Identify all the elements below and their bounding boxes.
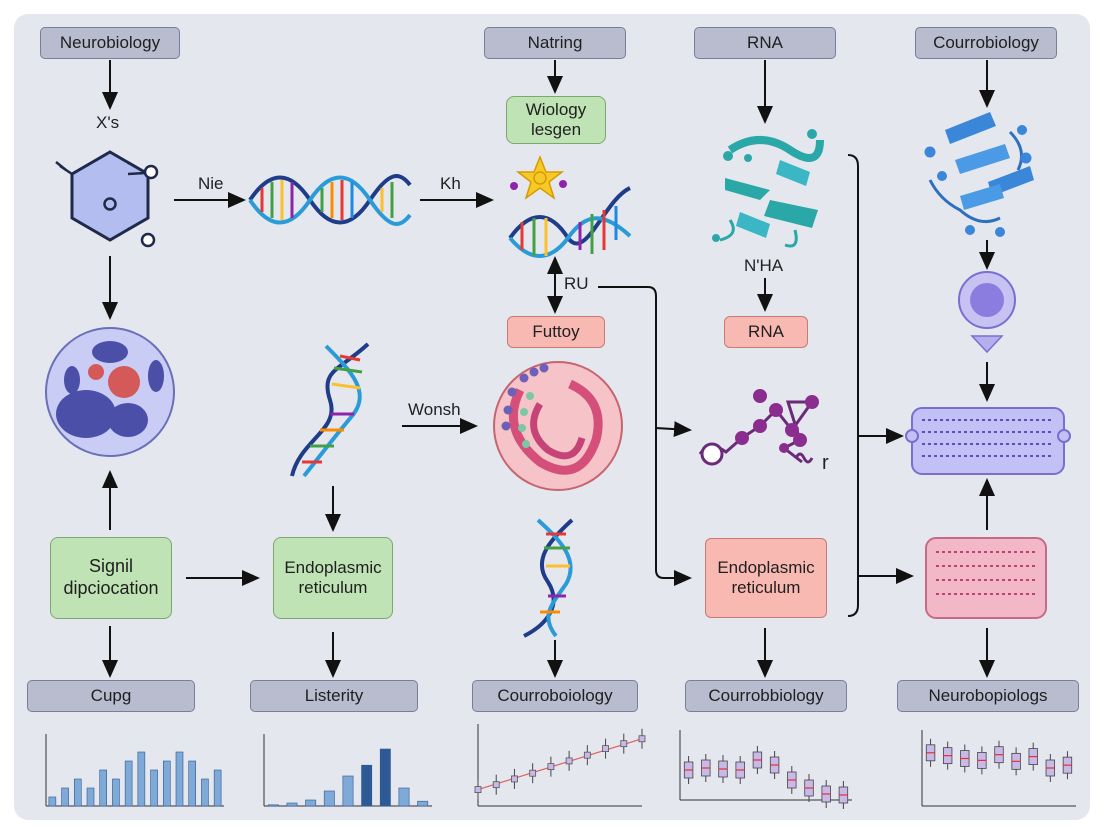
bar (86, 787, 95, 807)
label-nha: N'HA (744, 256, 784, 275)
box-chart-1 (679, 730, 852, 809)
bar (323, 790, 335, 807)
cell-nucleus-icon (45, 327, 175, 457)
point (492, 781, 500, 789)
header-natring: Natring (484, 27, 626, 59)
bar (48, 796, 57, 807)
bar (213, 769, 222, 807)
bar (112, 778, 120, 807)
header-rna: RNA (694, 27, 836, 59)
bar (61, 787, 69, 807)
label-kh: Kh (440, 174, 461, 193)
green-box-wiology: Wiology lesgen (506, 96, 606, 144)
bar (267, 804, 279, 807)
pink-box-rna: RNA (724, 316, 808, 348)
pink-box-endoplasmic: Endoplasmic reticulum (705, 538, 827, 618)
bar-chart-1 (45, 734, 224, 807)
bar (379, 748, 391, 807)
bottom-label-listerity: Listerity (250, 680, 418, 712)
point (529, 769, 537, 777)
pink-membrane-icon (925, 537, 1047, 619)
bar (342, 775, 354, 807)
mitochondrion-icon (493, 361, 623, 491)
point (620, 740, 628, 748)
point (565, 757, 573, 765)
bar (417, 800, 429, 807)
dna-helix-icon (248, 174, 412, 226)
molecule-chain-icon (698, 389, 819, 466)
bar (305, 799, 317, 807)
line-chart (474, 724, 646, 807)
point (583, 751, 591, 759)
label-wonsh: Wonsh (408, 400, 461, 419)
flow-arrows (102, 60, 995, 678)
protein-ribbon-icon (712, 129, 824, 248)
bar (398, 787, 410, 807)
bar (286, 802, 298, 807)
bar (124, 760, 133, 807)
point (511, 775, 518, 783)
membrane-channel-icon (905, 407, 1071, 475)
dna-vertical-icon (290, 342, 370, 478)
bottom-label-neurobopiologs: Neurobopiologs (897, 680, 1079, 712)
header-neurobiology: Neurobiology (40, 27, 180, 59)
dna-vertical-2-icon (523, 518, 574, 638)
bottom-label-cupg: Cupg (27, 680, 195, 712)
pink-box-futtoy: Futtoy (507, 316, 605, 348)
bar (150, 769, 158, 807)
bar (73, 778, 82, 807)
bar (175, 751, 184, 807)
bar (361, 764, 373, 807)
box-chart-2 (921, 730, 1076, 807)
bar (201, 778, 209, 807)
point (638, 735, 646, 743)
bottom-label-courrobbiology: Courrobbiology (685, 680, 847, 712)
label-xs: X's (96, 113, 120, 132)
bottom-label-courroboiology: Courroboiology (472, 680, 638, 712)
bar (162, 760, 171, 807)
dna-star-icon (508, 154, 632, 258)
header-courrobiology: Courrobiology (915, 27, 1057, 59)
point (474, 786, 482, 793)
bar (137, 751, 146, 807)
label-nie: Nie (198, 174, 224, 193)
bar (188, 760, 197, 807)
trend-line (477, 738, 643, 791)
point (602, 745, 609, 752)
label-ru: RU (564, 274, 589, 293)
green-box-endoplasmic: Endoplasmic reticulum (273, 537, 393, 619)
label-r-mark: r (822, 452, 829, 474)
bar (99, 769, 108, 807)
vesicle-icon (958, 271, 1016, 354)
blue-protein-icon (924, 112, 1034, 237)
bar-chart-2 (263, 734, 432, 807)
point (547, 763, 555, 771)
green-box-signal: Signil dipciocation (50, 537, 172, 619)
hexagon-molecule-icon (55, 150, 159, 248)
